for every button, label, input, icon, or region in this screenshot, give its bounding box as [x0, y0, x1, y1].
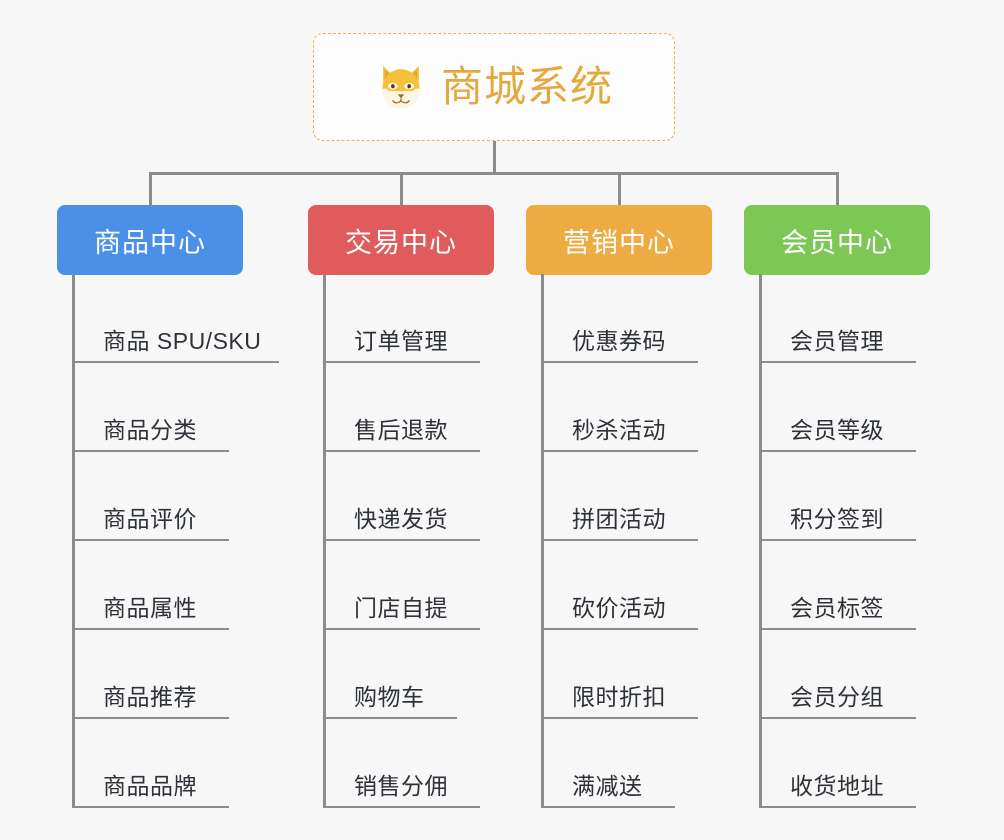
branch-spine-4	[759, 274, 762, 808]
leaf-label: 商品品牌	[103, 773, 197, 799]
leaf-label: 快递发货	[354, 506, 448, 532]
leaf-item[interactable]: 商品属性	[73, 541, 229, 630]
leaf-item[interactable]: 砍价活动	[542, 541, 698, 630]
connector-drop-3	[618, 172, 621, 205]
leaf-item[interactable]: 优惠券码	[542, 274, 698, 363]
leaf-item[interactable]: 会员标签	[760, 541, 916, 630]
leaf-item[interactable]: 商品 SPU/SKU	[73, 274, 279, 363]
leaf-label: 拼团活动	[572, 506, 666, 532]
leaf-item[interactable]: 门店自提	[324, 541, 480, 630]
leaf-item[interactable]: 快递发货	[324, 452, 480, 541]
leaf-item[interactable]: 会员管理	[760, 274, 916, 363]
category-box-4[interactable]: 会员中心	[744, 205, 930, 275]
connector-drop-4	[836, 172, 839, 205]
category-label-4: 会员中心	[781, 227, 893, 258]
leaf-label: 秒杀活动	[572, 417, 666, 443]
leaf-item[interactable]: 限时折扣	[542, 630, 698, 719]
leaf-item[interactable]: 收货地址	[760, 719, 916, 808]
connector-drop-2	[400, 172, 403, 205]
leaf-item[interactable]: 购物车	[324, 630, 457, 719]
category-label-1: 商品中心	[94, 227, 206, 258]
leaf-label: 商品评价	[103, 506, 197, 532]
leaf-item[interactable]: 订单管理	[324, 274, 480, 363]
leaf-item[interactable]: 拼团活动	[542, 452, 698, 541]
connector-root-stem	[493, 141, 496, 174]
leaf-item[interactable]: 秒杀活动	[542, 363, 698, 452]
leaf-label: 商品分类	[103, 417, 197, 443]
leaf-label: 限时折扣	[572, 684, 666, 710]
leaf-label: 积分签到	[790, 506, 884, 532]
branch-spine-1	[72, 274, 75, 808]
leaf-item[interactable]: 销售分佣	[324, 719, 480, 808]
leaf-label: 满减送	[572, 773, 643, 799]
leaf-label: 购物车	[354, 684, 425, 710]
leaf-label: 销售分佣	[354, 773, 448, 799]
leaf-label: 砍价活动	[572, 595, 666, 621]
category-box-3[interactable]: 营销中心	[526, 205, 712, 275]
leaf-label: 会员等级	[790, 417, 884, 443]
leaf-label: 门店自提	[354, 595, 448, 621]
leaf-label: 会员标签	[790, 595, 884, 621]
branch-spine-2	[323, 274, 326, 808]
leaf-label: 优惠券码	[572, 328, 666, 354]
leaf-item[interactable]: 商品分类	[73, 363, 229, 452]
connector-horizontal-bus	[149, 172, 839, 175]
leaf-label: 商品推荐	[103, 684, 197, 710]
leaf-item[interactable]: 售后退款	[324, 363, 480, 452]
leaf-label: 订单管理	[354, 328, 448, 354]
leaf-item[interactable]: 积分签到	[760, 452, 916, 541]
leaf-label: 会员分组	[790, 684, 884, 710]
leaf-label: 收货地址	[790, 773, 884, 799]
leaf-label: 商品属性	[103, 595, 197, 621]
category-box-1[interactable]: 商品中心	[57, 205, 243, 275]
branch-spine-3	[541, 274, 544, 808]
leaf-item[interactable]: 商品评价	[73, 452, 229, 541]
leaf-item[interactable]: 会员分组	[760, 630, 916, 719]
connector-drop-1	[149, 172, 152, 205]
leaf-item[interactable]: 满减送	[542, 719, 675, 808]
root-node[interactable]: 商城系统	[313, 33, 675, 141]
category-label-2: 交易中心	[345, 227, 457, 258]
leaf-label: 会员管理	[790, 328, 884, 354]
leaf-item[interactable]: 商品推荐	[73, 630, 229, 719]
category-box-2[interactable]: 交易中心	[308, 205, 494, 275]
category-label-3: 营销中心	[563, 227, 675, 258]
leaf-item[interactable]: 会员等级	[760, 363, 916, 452]
leaf-item[interactable]: 商品品牌	[73, 719, 229, 808]
dog-face-icon	[382, 65, 420, 109]
leaf-label: 商品 SPU/SKU	[103, 328, 262, 354]
root-title: 商城系统	[440, 63, 613, 110]
leaf-label: 售后退款	[354, 417, 448, 443]
